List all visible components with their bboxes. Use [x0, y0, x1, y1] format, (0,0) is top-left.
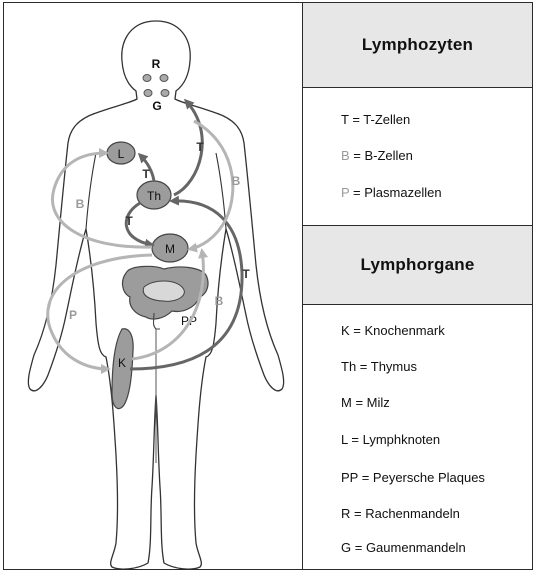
rachenmandeln: [143, 75, 168, 82]
label-M: M: [165, 242, 175, 256]
legend-key: L: [341, 432, 348, 447]
legend-key: M: [341, 395, 352, 410]
legend-text: = Peyersche Plaques: [358, 470, 485, 485]
gaumenmandeln: [144, 90, 169, 97]
lymphozyten-heading: Lymphozyten: [303, 3, 532, 88]
legend-item-milz: M = Milz: [341, 395, 390, 410]
arrow-b-milz-to-lymphknoten: [52, 153, 152, 247]
legend-item-rachenmandeln: R = Rachenmandeln: [341, 506, 460, 521]
label-arrow-B3: B: [215, 294, 224, 308]
legend-key: K: [341, 323, 350, 338]
legend-text: = Knochenmark: [350, 323, 445, 338]
legend-text: = Lymphknoten: [348, 432, 440, 447]
legend-key: R: [341, 506, 350, 521]
legend-item-gaumenmandeln: G = Gaumenmandeln: [341, 540, 466, 555]
legend-text: = Gaumenmandeln: [351, 540, 466, 555]
legend-panel: Lymphozyten T = T-Zellen B = B-Zellen P …: [303, 3, 532, 569]
legend-key: T: [341, 112, 349, 127]
label-arrow-P: P: [69, 308, 77, 322]
figure-frame: R G L Th M PP K: [3, 2, 533, 570]
legend-text: = Rachenmandeln: [350, 506, 460, 521]
body-diagram-svg: R G L Th M PP K: [4, 3, 302, 569]
label-arrow-B2: B: [232, 174, 241, 188]
label-R: R: [152, 57, 161, 71]
label-arrow-T4: T: [242, 267, 250, 281]
legend-item-thymus: Th = Thymus: [341, 359, 417, 374]
legend-text: = Plasmazellen: [349, 185, 441, 200]
legend-key: G: [341, 540, 351, 555]
label-arrow-T2: T: [142, 167, 150, 181]
legend-item-plasmazellen: P = Plasmazellen: [341, 185, 442, 200]
legend-text: = B-Zellen: [350, 148, 413, 163]
legend-item-t-zellen: T = T-Zellen: [341, 112, 410, 127]
label-K: K: [118, 356, 126, 370]
label-G: G: [152, 99, 161, 113]
legend-item-peyersche-plaques: PP = Peyersche Plaques: [341, 470, 485, 485]
body-diagram: R G L Th M PP K: [4, 3, 302, 569]
label-arrow-B1: B: [76, 197, 85, 211]
label-L: L: [118, 147, 125, 161]
legend-item-b-zellen: B = B-Zellen: [341, 148, 413, 163]
legend-key: Th: [341, 359, 356, 374]
legend-text: = T-Zellen: [349, 112, 411, 127]
legend-item-lymphknoten: L = Lymphknoten: [341, 432, 440, 447]
legend-item-knochenmark: K = Knochenmark: [341, 323, 445, 338]
label-arrow-T1: T: [196, 140, 204, 154]
label-Th: Th: [147, 189, 161, 203]
legend-text: = Thymus: [356, 359, 417, 374]
legend-key: B: [341, 148, 350, 163]
lymphorgane-heading: Lymphorgane: [303, 225, 532, 305]
legend-key: PP: [341, 470, 358, 485]
label-arrow-T3: T: [125, 214, 133, 228]
legend-text: = Milz: [352, 395, 390, 410]
